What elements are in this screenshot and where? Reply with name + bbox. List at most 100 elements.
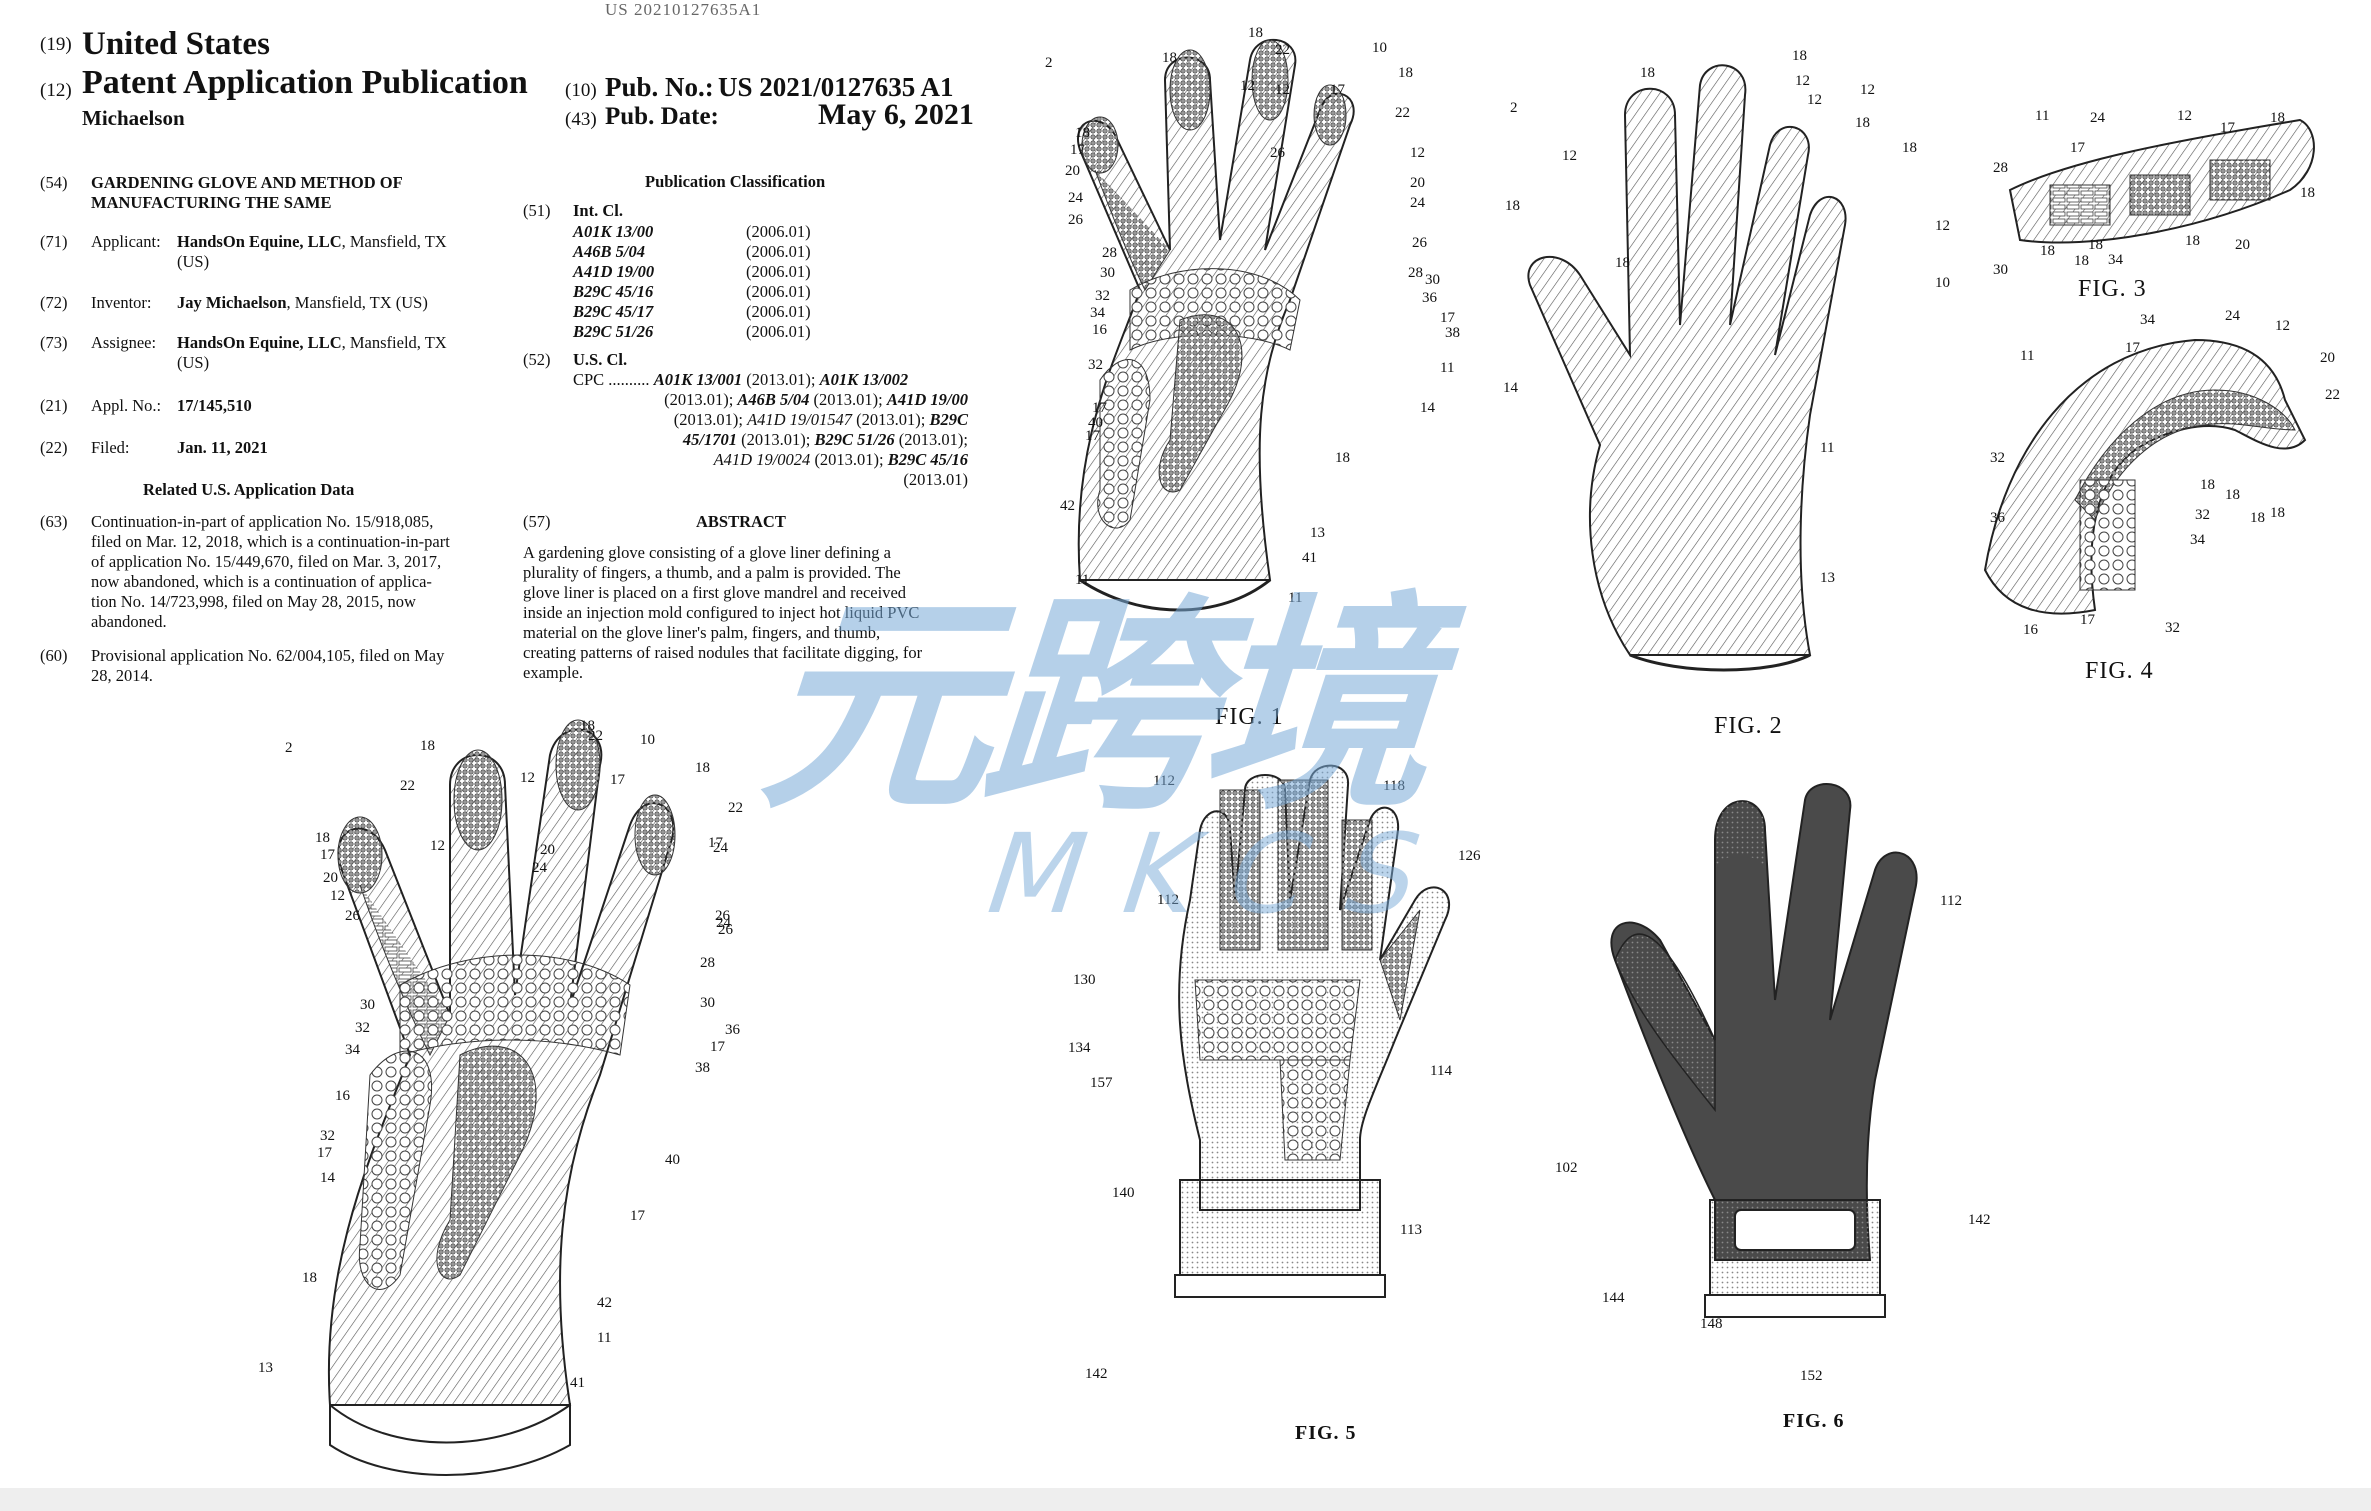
fig1-ref-numeral: 10 — [1372, 40, 1387, 56]
fig4-ref-numeral: 16 — [2023, 622, 2038, 638]
fig4-ref-numeral: 24 — [2225, 308, 2240, 324]
int-cl-list: A01K 13/00(2006.01) A46B 5/04(2006.01) A… — [573, 222, 811, 341]
fig1-ref-numeral: 30 — [1425, 272, 1440, 288]
fig4-ref-numeral: 32 — [2195, 507, 2210, 523]
fig1-ref-numeral: 34 — [1090, 305, 1105, 321]
figL-ref-numeral: 18 — [695, 760, 710, 776]
fig2-ref-numeral: 12 — [1860, 82, 1875, 98]
fig2-ref-numeral: 18 — [1792, 48, 1807, 64]
fig6-ref-numeral: 142 — [1968, 1212, 1991, 1228]
fig1-ref-numeral: 17 — [1330, 82, 1345, 98]
appl-no-label: Appl. No.: — [91, 396, 162, 415]
fig1-ref-numeral: 11 — [1288, 590, 1303, 606]
figL-ref-numeral: 18 — [315, 830, 330, 846]
code-10: (10) — [565, 80, 597, 101]
figL-ref-numeral: 34 — [345, 1042, 360, 1058]
fig5-label: FIG. 5 — [1295, 1422, 1357, 1444]
code-60: (60) — [40, 646, 68, 665]
us-cl-label: U.S. Cl. — [573, 350, 628, 369]
inventor-value: Jay Michaelson, Mansfield, TX (US) — [177, 293, 428, 312]
fig3-ref-numeral: 18 — [2074, 253, 2089, 269]
fig4-label: FIG. 4 — [2085, 658, 2154, 684]
fig2-ref-numeral: 12 — [1562, 148, 1577, 164]
figL-ref-numeral: 24 — [713, 840, 728, 856]
code-19: (19) — [40, 34, 72, 55]
fig3-ref-numeral: 18 — [2300, 185, 2315, 201]
fig2-ref-numeral: 10 — [1935, 275, 1950, 291]
code-71: (71) — [40, 232, 68, 251]
fig6-ref-numeral: 144 — [1602, 1290, 1625, 1306]
figL-ref-numeral: 20 — [540, 842, 555, 858]
fig4-ref-numeral: 18 — [2200, 477, 2215, 493]
fig2-ref-numeral: 18 — [1902, 140, 1917, 156]
figL-ref-numeral: 24 — [532, 860, 547, 876]
fig4-ref-numeral: 20 — [2320, 350, 2335, 366]
fig5-ref-numeral: 157 — [1090, 1075, 1113, 1091]
fig5-ref-numeral: 112 — [1157, 892, 1179, 908]
fig1-ref-numeral: 17 — [1070, 142, 1085, 158]
figL-ref-numeral: 26 — [715, 908, 730, 924]
fig6-label: FIG. 6 — [1783, 1410, 1845, 1432]
bottom-scroll-strip — [0, 1488, 2371, 1511]
figL-ref-numeral: 30 — [360, 997, 375, 1013]
code-21: (21) — [40, 396, 68, 415]
assignee-country: (US) — [177, 353, 210, 372]
int-cl-label: Int. Cl. — [573, 201, 623, 220]
top-publication-number: US 20210127635A1 — [605, 0, 762, 19]
fig2-ref-numeral: 12 — [1795, 73, 1810, 89]
fig3-ref-numeral: 17 — [2220, 120, 2235, 136]
fig2-ref-numeral: 18 — [1640, 65, 1655, 81]
fig2-ref-numeral: 2 — [1510, 100, 1518, 116]
fig2-ref-numeral: 12 — [1807, 92, 1822, 108]
fig2-ref-numeral: 14 — [1503, 380, 1518, 396]
fig4-drawing — [1983, 338, 2307, 615]
code-12: (12) — [40, 80, 72, 101]
fig1-ref-numeral: 24 — [1068, 190, 1083, 206]
figL-ref-numeral: 26 — [718, 922, 733, 938]
fig1-ref-numeral: 26 — [1068, 212, 1083, 228]
fig2-ref-numeral: 12 — [1935, 218, 1950, 234]
figL-ref-numeral: 12 — [430, 838, 445, 854]
fig1-ref-numeral: 2 — [1045, 55, 1053, 71]
fig1-ref-numeral: 18 — [1248, 25, 1263, 41]
fig4-ref-numeral: 17 — [2080, 612, 2095, 628]
fig1-ref-numeral: 22 — [1275, 42, 1290, 58]
fig1-ref-numeral: 14 — [1420, 400, 1435, 416]
figL-ref-numeral: 24 — [716, 915, 731, 931]
inventor-label: Inventor: — [91, 293, 152, 312]
fig3-ref-numeral: 18 — [2185, 233, 2200, 249]
title-line-1: GARDENING GLOVE AND METHOD OF — [91, 173, 403, 192]
fig1-ref-numeral: 22 — [1395, 105, 1410, 121]
fig3-label: FIG. 3 — [2078, 276, 2147, 302]
fig4-ref-numeral: 34 — [2190, 532, 2205, 548]
fig1-drawing — [1077, 38, 1355, 612]
fig1-ref-numeral: 40 — [1088, 415, 1103, 431]
fig6-ref-numeral: 148 — [1700, 1316, 1723, 1332]
fig5-ref-numeral: 130 — [1073, 972, 1096, 988]
applicant-value: HandsOn Equine, LLC, Mansfield, TX — [177, 232, 447, 251]
fig4-ref-numeral: 18 — [2225, 487, 2240, 503]
fig2-ref-numeral: 18 — [1615, 255, 1630, 271]
pub-no-label: Pub. No.: — [605, 72, 714, 102]
figL-ref-numeral: 30 — [700, 995, 715, 1011]
code-57: (57) — [523, 512, 551, 531]
filed-label: Filed: — [91, 438, 130, 457]
fig2-ref-numeral: 18 — [1855, 115, 1870, 131]
fig3-drawing — [2008, 118, 2315, 244]
fig5-ref-numeral: 118 — [1383, 778, 1405, 794]
fig5-ref-numeral: 134 — [1068, 1040, 1091, 1056]
fig3-ref-numeral: 18 — [2040, 243, 2055, 259]
figL-ref-numeral: 18 — [302, 1270, 317, 1286]
figL-ref-numeral: 42 — [597, 1295, 612, 1311]
fig3-ref-numeral: 28 — [1993, 160, 2008, 176]
code-51: (51) — [523, 201, 551, 220]
fig4-ref-numeral: 34 — [2140, 312, 2155, 328]
fig4-ref-numeral: 32 — [2165, 620, 2180, 636]
fig1-ref-numeral: 18 — [1162, 50, 1177, 66]
fig6-ref-numeral: 102 — [1555, 1160, 1578, 1176]
figL-ref-numeral: 12 — [520, 770, 535, 786]
fig1-ref-numeral: 18 — [1398, 65, 1413, 81]
continuation-text: Continuation-in-part of application No. … — [91, 512, 450, 631]
fig5-drawing — [1174, 764, 1451, 1298]
fig1-ref-numeral: 28 — [1408, 265, 1423, 281]
